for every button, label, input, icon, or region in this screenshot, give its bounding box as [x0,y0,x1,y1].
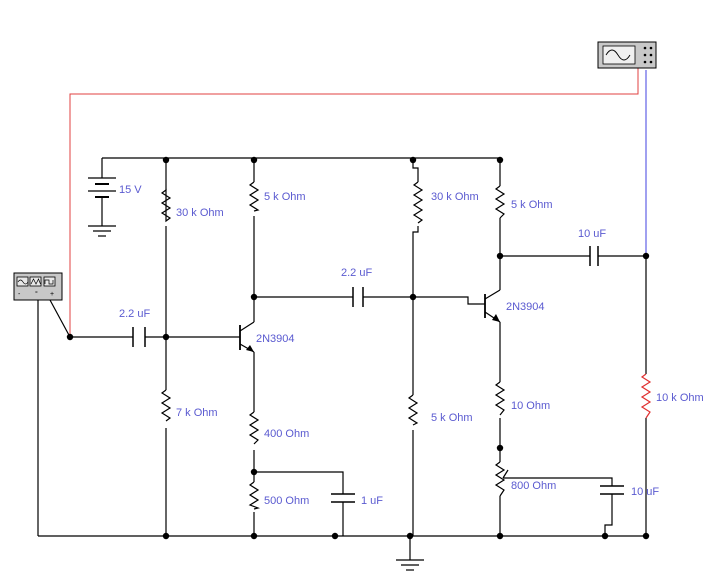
c-couple-label: 2.2 uF [341,267,372,279]
resistor-r2[interactable] [160,389,172,422]
resistor-re1b[interactable] [248,481,261,510]
re1a-label: 400 Ohm [264,428,309,440]
input-probe-wire [69,68,639,337]
svg-text:°: ° [35,290,38,298]
resistor-r4[interactable] [407,394,419,426]
resistor-re2a[interactable] [494,381,506,416]
q1-label: 2N3904 [256,333,295,345]
capacitor-c-out[interactable] [589,246,599,266]
re2a-label: 10 Ohm [511,400,550,412]
r-load-label: 10 k Ohm [656,392,704,404]
resistor-r1[interactable] [160,188,172,223]
rc1-label: 5 k Ohm [264,191,306,203]
oscilloscope-icon[interactable] [597,41,657,69]
capacitor-ce1[interactable] [331,493,355,503]
resistor-rc2[interactable] [494,185,506,219]
transistor-q1-icon[interactable] [239,321,255,353]
resistor-load[interactable] [640,373,652,419]
re1b-label: 500 Ohm [264,495,309,507]
r4-label: 5 k Ohm [431,412,473,424]
transistor-q2-icon[interactable] [480,289,501,323]
ce1-label: 1 uF [361,495,383,507]
resistor-r3[interactable] [412,181,424,224]
svg-text:+: + [50,291,54,298]
resistor-rc1[interactable] [248,181,260,212]
r2-label: 7 k Ohm [176,407,218,419]
resistor-re1a[interactable] [248,411,260,445]
r3-label: 30 k Ohm [431,191,479,203]
svg-text:-: - [18,291,21,298]
junctions [66,156,650,540]
re2b-label: 800 Ohm [511,480,556,492]
q2-label: 2N3904 [506,301,545,313]
function-generator-icon[interactable]: - ° + [13,272,63,301]
pot-wiper [502,469,509,479]
rc2-label: 5 k Ohm [511,199,553,211]
ground-icon [396,559,424,571]
capacitor-c-couple[interactable] [352,287,364,307]
r1-label: 30 k Ohm [176,207,224,219]
capacitor-ce2[interactable] [600,485,624,495]
fg-output-wire [49,299,71,338]
c-in-label: 2.2 uF [119,308,150,320]
battery-label: 15 V [119,184,142,196]
ce2-label: 10 uF [631,486,659,498]
battery-icon[interactable] [88,177,116,237]
capacitor-c-in[interactable] [132,327,146,347]
c-out-label: 10 uF [578,228,606,240]
resistor-re2b[interactable] [494,461,506,497]
wires [37,157,648,560]
